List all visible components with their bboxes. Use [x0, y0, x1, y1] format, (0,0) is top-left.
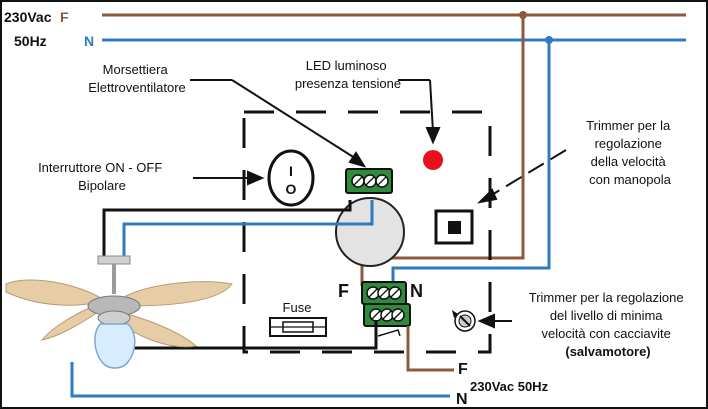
led-indicator — [423, 150, 443, 170]
annotation-arrows — [190, 79, 567, 329]
led-label: LED luminoso presenza tensione — [295, 58, 401, 91]
fuse-label: Fuse — [283, 300, 312, 315]
fan-wire-blue — [122, 200, 374, 262]
bottom-supply-label: 230Vac 50Hz — [470, 379, 549, 394]
fan-blade-left — [5, 279, 106, 306]
bottom-f-label: F — [458, 361, 468, 378]
fan-terminal-block — [345, 168, 393, 194]
arrow-head-terminal — [348, 151, 367, 168]
phase-drop-wire — [360, 15, 525, 286]
bottom-terminal-block — [363, 303, 411, 327]
bottom-n-label: N — [456, 391, 468, 408]
fuse-component — [269, 317, 327, 337]
ceiling-fan — [5, 255, 233, 369]
fan-blade-right — [125, 281, 233, 307]
trimmer-knob-component — [434, 209, 474, 245]
fan-wire-black — [102, 200, 352, 262]
neutral-drop-wire — [391, 40, 551, 286]
supply-phase-label: F — [60, 9, 69, 25]
neutral-bottom-wire — [70, 362, 450, 398]
switch-contact — [377, 329, 401, 337]
switch-label: Interruttore ON - OFF Bipolare — [38, 160, 166, 193]
supply-neutral-label: N — [84, 33, 94, 49]
fan-canopy — [97, 255, 131, 265]
trimmer-knob-label: Trimmer per la regolazione della velocit… — [586, 118, 674, 187]
switch-return-wire — [118, 320, 378, 350]
arrow-head-trimmer-screw — [477, 313, 495, 329]
switch-off-symbol: O — [286, 181, 297, 197]
supply-frequency-label: 50Hz — [14, 33, 47, 49]
main-terminal-block — [361, 281, 407, 305]
control-box-outline — [242, 110, 492, 354]
fan-bulb — [94, 323, 136, 369]
switch-body — [267, 149, 315, 207]
capacitor-circle — [335, 197, 405, 267]
arrow-head-trimmer-knob — [477, 188, 498, 204]
phase-bottom-wire — [406, 326, 454, 372]
fan-blade-back — [40, 305, 99, 341]
arrow-head-switch — [247, 170, 265, 186]
fan-downrod — [112, 264, 116, 294]
trimmer-screw-label: Trimmer per la regolazione del livello d… — [529, 290, 687, 359]
trimmer-screw-component — [452, 310, 476, 332]
supply-voltage-label: 230Vac — [4, 9, 52, 25]
fan-light-cup — [97, 310, 131, 326]
switch-on-symbol: I — [289, 163, 293, 179]
on-off-switch: I O — [267, 149, 315, 207]
fan-terminal-label: Morsettiera Elettroventilatore — [88, 62, 186, 95]
terminal-n-label: N — [410, 281, 423, 301]
arrow-head-led — [425, 127, 441, 145]
terminal-f-label: F — [338, 281, 349, 301]
